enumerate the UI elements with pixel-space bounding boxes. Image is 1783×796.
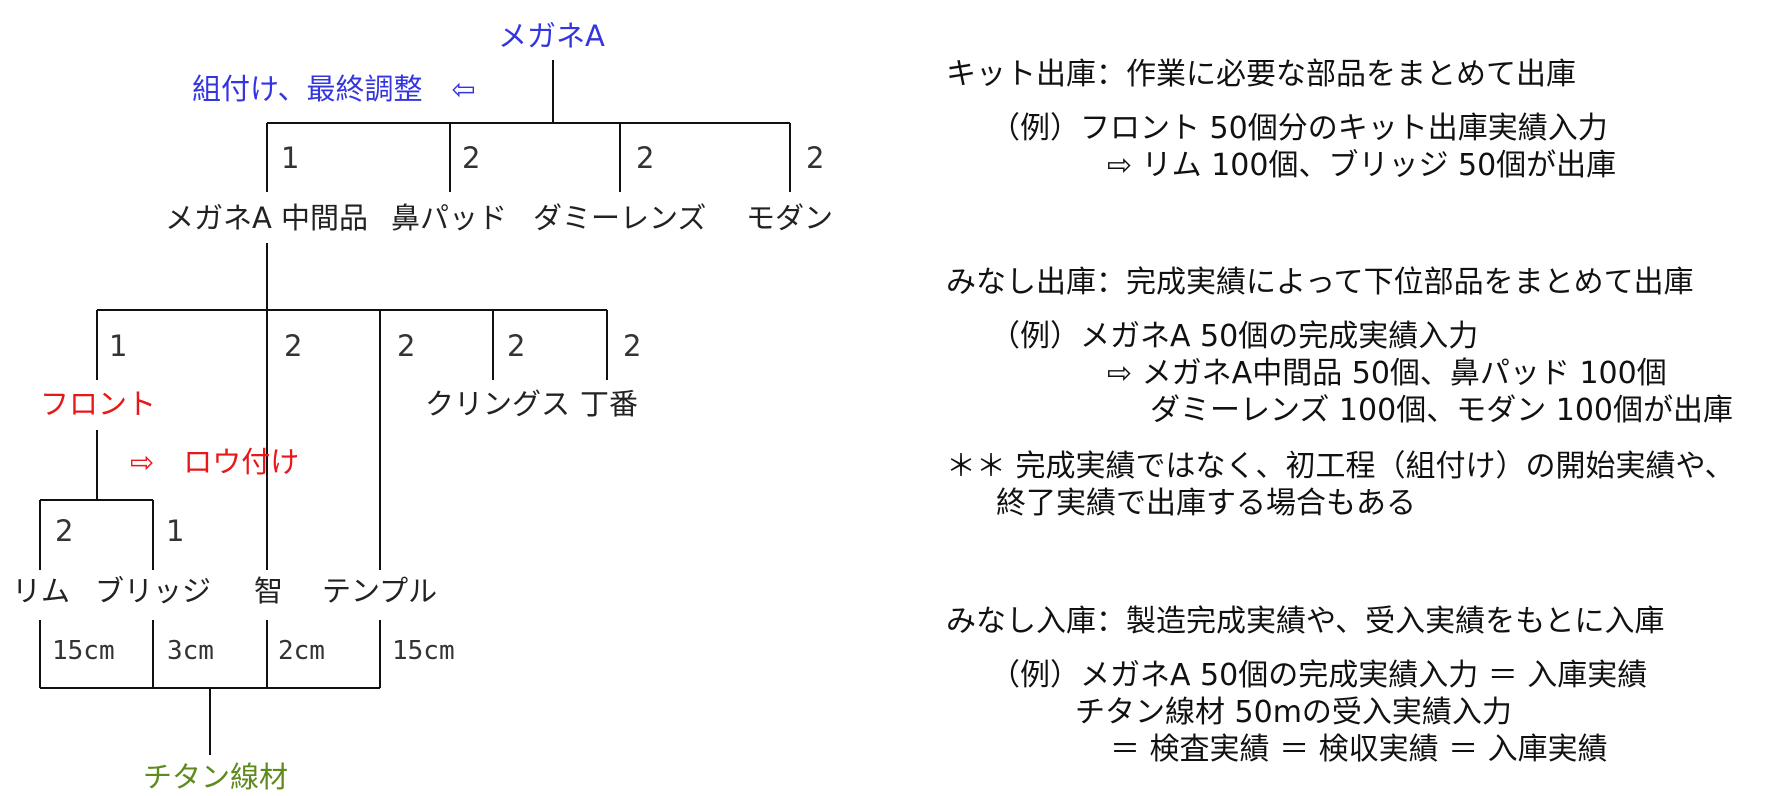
qty-nose-pad: 2: [462, 141, 481, 175]
brazing-process-note: ⇨ ロウ付け: [130, 445, 300, 479]
qty-chi: 2: [284, 329, 303, 363]
node-temple: テンプル: [322, 574, 438, 608]
node-hinge: 丁番: [580, 387, 639, 421]
kit-issue-example-1: （例）フロント 50個分のキット出庫実績入力: [990, 111, 1608, 146]
deemed-issue-heading: みなし出庫：完成実績によって下位部品をまとめて出庫: [946, 265, 1694, 300]
root-node: メガネA: [498, 19, 605, 53]
deemed-receipt-example-1: （例）メガネA 50個の完成実績入力 ＝ 入庫実績: [990, 658, 1648, 693]
deemed-receipt-example-2: チタン線材 50mの受入実績入力: [1075, 695, 1512, 730]
length-chi: 2cm: [278, 636, 325, 666]
qty-hinge: 2: [623, 329, 642, 363]
node-nose-pad: 鼻パッド: [391, 201, 508, 235]
qty-front: 1: [109, 329, 128, 363]
node-modern: モダン: [746, 201, 834, 235]
node-titanium-wire: チタン線材: [143, 760, 289, 794]
qty-dummy-lens: 2: [636, 141, 655, 175]
length-temple: 15cm: [392, 636, 455, 666]
qty-modern: 2: [806, 141, 825, 175]
node-clings: クリングス: [425, 387, 571, 421]
node-intermediate: メガネA 中間品: [165, 201, 369, 235]
deemed-issue-example-2: ⇨ メガネA中間品 50個、鼻パッド 100個: [1107, 356, 1667, 391]
qty-rim: 2: [55, 514, 74, 548]
kit-issue-heading: キット出庫：作業に必要な部品をまとめて出庫: [946, 57, 1576, 92]
root-process-note: 組付け、最終調整 ⇦: [192, 72, 476, 106]
deemed-issue-remark-1: ＊＊ 完成実績ではなく、初工程（組付け）の開始実績や、: [946, 449, 1735, 484]
length-rim: 15cm: [52, 636, 115, 666]
deemed-receipt-heading: みなし入庫：製造完成実績や、受入実績をもとに入庫: [946, 604, 1665, 639]
qty-bridge: 1: [166, 514, 185, 548]
deemed-receipt-example-3: ＝ 検査実績 ＝ 検収実績 ＝ 入庫実績: [1110, 732, 1608, 767]
node-bridge: ブリッジ: [95, 574, 212, 608]
length-bridge: 3cm: [167, 636, 214, 666]
deemed-issue-remark-2: 終了実績で出庫する場合もある: [996, 486, 1416, 521]
node-rim: リム: [12, 574, 71, 608]
node-dummy-lens: ダミーレンズ: [533, 201, 707, 235]
qty-temple: 2: [397, 329, 416, 363]
node-chi: 智: [254, 574, 284, 608]
kit-issue-example-2: ⇨ リム 100個、ブリッジ 50個が出庫: [1107, 148, 1617, 183]
qty-intermediate: 1: [281, 141, 300, 175]
qty-clings: 2: [507, 329, 526, 363]
node-front: フロント: [40, 387, 157, 421]
deemed-issue-example-1: （例）メガネA 50個の完成実績入力: [990, 319, 1479, 354]
deemed-issue-example-3: ダミーレンズ 100個、モダン 100個が出庫: [1150, 393, 1733, 428]
